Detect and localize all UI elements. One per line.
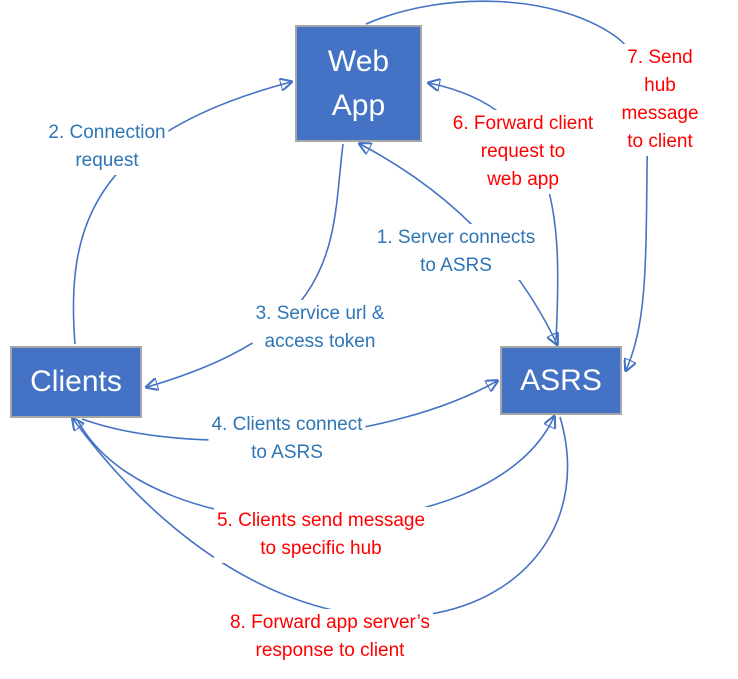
arrow-3-service-url-access-token (147, 143, 344, 387)
step-label-4-clients-connect: 4. Clients connect to ASRS (208, 411, 366, 467)
step-label-8-forward-response: 8. Forward app server’s response to clie… (227, 609, 433, 665)
step-label-2-connection-request: 2. Connection request (45, 119, 169, 175)
node-asrs: ASRS (500, 346, 622, 415)
step-label-6-forward-client-request: 6. Forward client request to web app (449, 110, 597, 194)
step-label-7-send-hub-message: 7. Send hub message to client (618, 44, 702, 156)
step-label-3-service-url-token: 3. Service url & access token (252, 300, 388, 356)
node-clients: Clients (10, 346, 142, 418)
step-label-1-server-connects: 1. Server connects to ASRS (373, 224, 539, 280)
node-web-app: Web App (295, 25, 422, 142)
step-label-5-clients-send-message: 5. Clients send message to specific hub (213, 507, 429, 563)
arrow-2-connection-request (72, 82, 291, 345)
